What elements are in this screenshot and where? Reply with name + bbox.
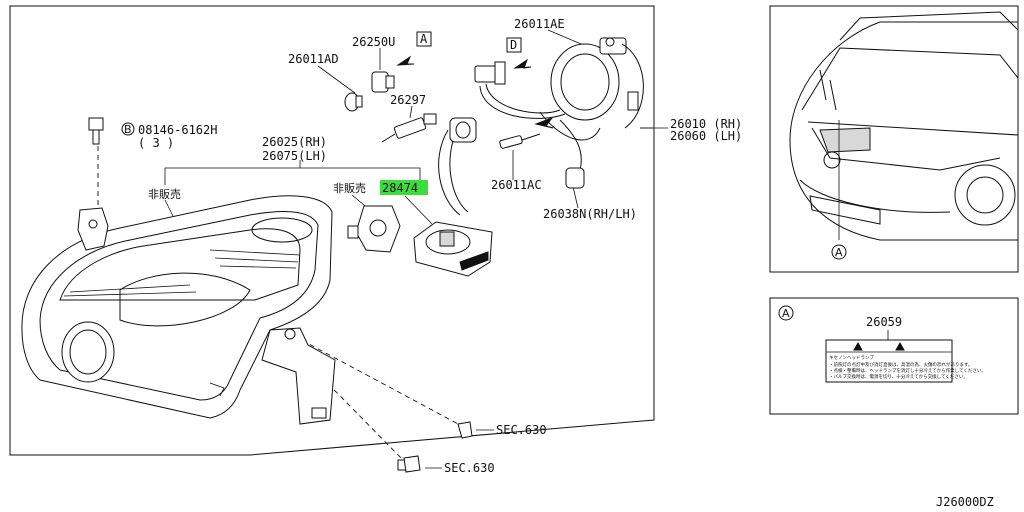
bolt-callout-b: B [124, 123, 132, 136]
warning-label-title: キセノンヘッドランプ [829, 355, 874, 361]
label-26297: 26297 [390, 93, 426, 107]
bulb-26011AC [499, 116, 554, 149]
label-26250U: 26250U [352, 35, 395, 49]
label-26011AD: 26011AD [288, 52, 339, 66]
label-26010: 26010 (RH) [670, 117, 742, 131]
warning-line-2: ・点検・整備時は、ヘッドランプを消灯し十分冷えてから作業してください。 [829, 367, 986, 374]
callout-box-d: D [510, 38, 517, 52]
headlamp-housing [21, 195, 336, 425]
label-26038N: 26038N(RH/LH) [543, 207, 637, 221]
ballast-28474 [413, 117, 493, 277]
inset-label-callout-a: A [782, 307, 790, 320]
highlight-28474 [380, 180, 428, 195]
inset-car-callout-a: A [835, 246, 843, 259]
inset-label-panel: A 26059 キセノンヘッドランプ ・前照灯の点灯中及び消灯直後は、高温の為、… [769, 297, 1019, 415]
main-assembly-outline [9, 5, 655, 456]
label-28474: 28474 [382, 181, 418, 195]
label-26025: 26025(RH) [262, 135, 327, 149]
bolt-08146 [88, 117, 104, 145]
label-26011AC: 26011AC [491, 178, 542, 192]
label-26059: 26059 [866, 315, 902, 329]
label-26060: 26060 (LH) [670, 129, 742, 143]
label-sec630-upper: SEC.630 [496, 423, 547, 437]
warning-line-1: ・前照灯の点灯中及び消灯直後は、高温の為、火傷の恐れがあります。 [829, 361, 973, 368]
harness-26011AE [474, 37, 644, 189]
inset-car-panel: A [769, 5, 1019, 273]
igniter-not-for-sale [347, 205, 401, 253]
fastener-sec630-upper [457, 421, 473, 439]
label-not-for-sale-housing: 非販売 [148, 188, 181, 201]
label-26075: 26075(LH) [262, 149, 327, 163]
label-bolt-qty: ( 3 ) [138, 136, 174, 150]
label-sec630-lower: SEC.630 [444, 461, 495, 475]
label-not-for-sale-igniter: 非販売 [333, 182, 366, 195]
label-08146-6162H: 08146-6162H [138, 123, 217, 137]
warning-line-3: ・バルブ交換時は、電源を切り、十分冷えてから交換してください。 [829, 373, 968, 380]
label-26011AE: 26011AE [514, 17, 565, 31]
bulb-26011AD [344, 92, 363, 112]
fastener-sec630-lower [397, 455, 421, 473]
diagram-code: J26000DZ [936, 495, 994, 509]
callout-box-a: A [420, 32, 428, 46]
bulb-26297 [381, 113, 437, 143]
socket-26250U [371, 55, 415, 93]
